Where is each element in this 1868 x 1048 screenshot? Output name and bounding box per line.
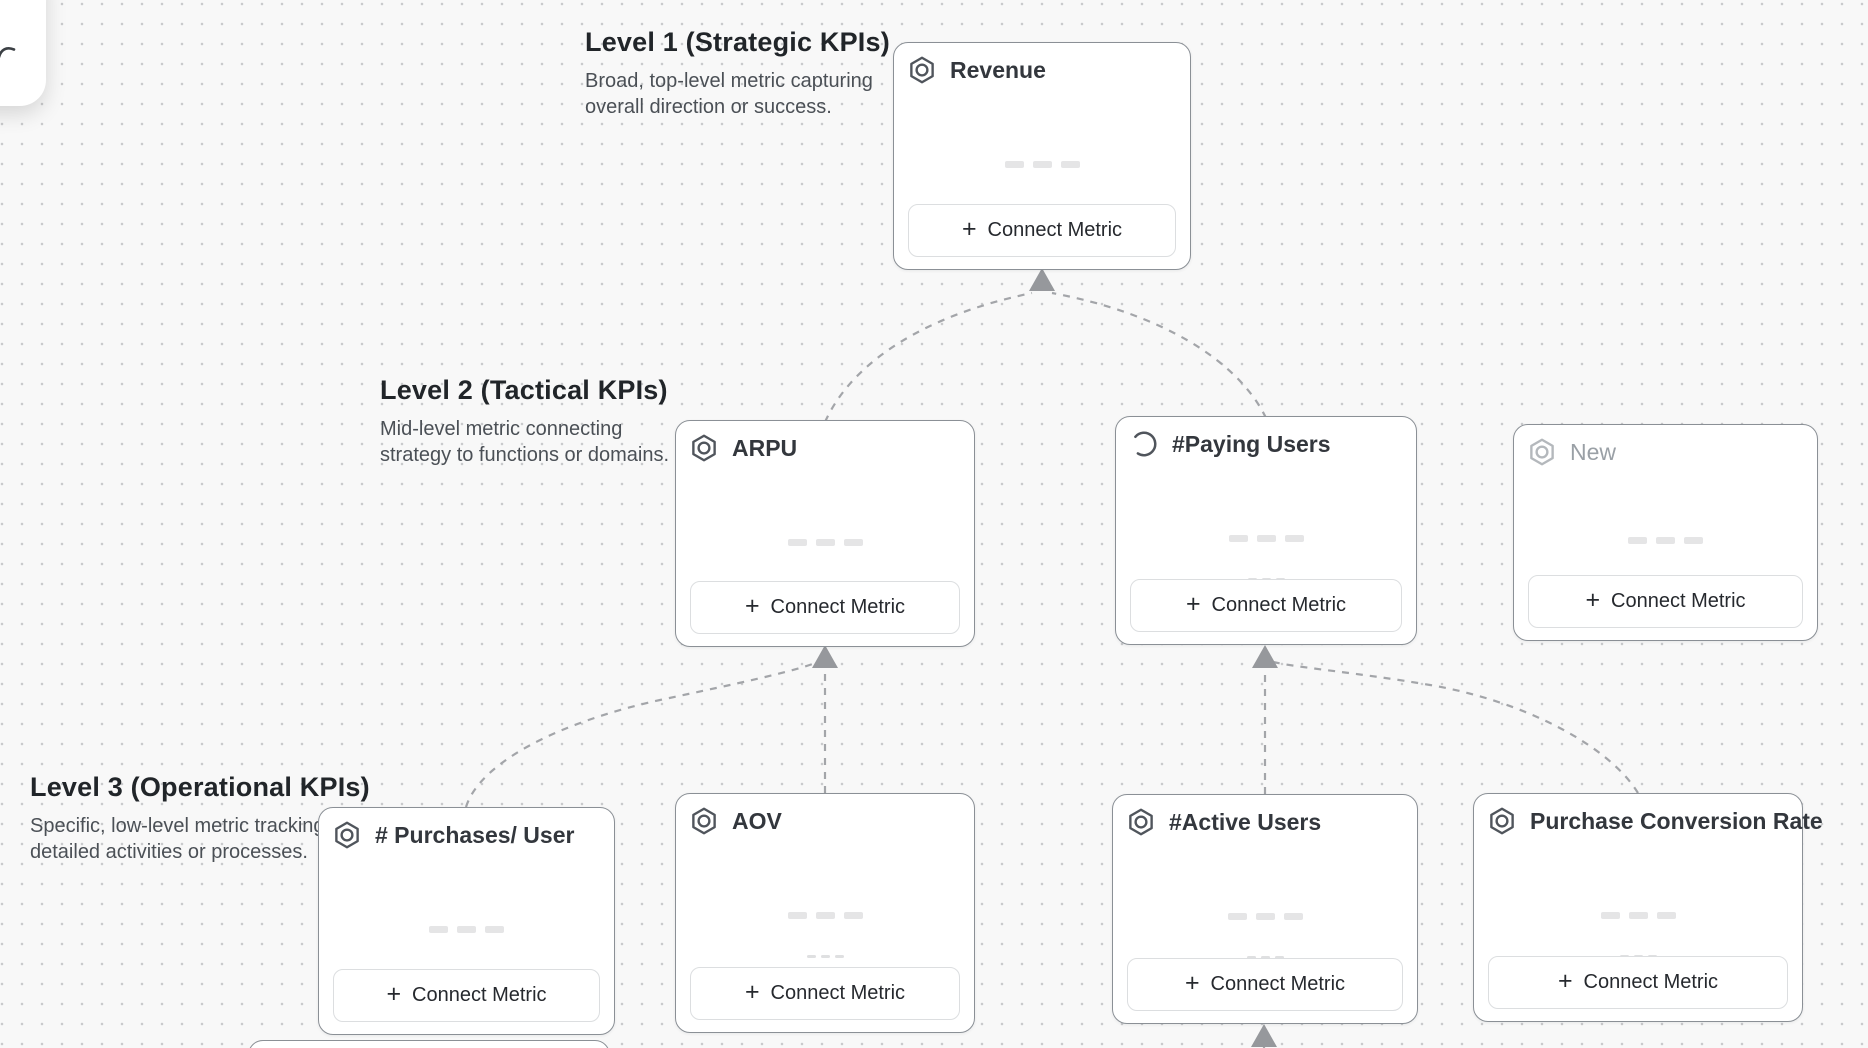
connect-metric-label: Connect Metric	[1211, 594, 1347, 616]
hexagon-metric-icon	[689, 433, 719, 463]
connect-metric-button[interactable]: + Connect Metric	[908, 204, 1176, 257]
metric-card-new[interactable]: New + Connect Metric	[1513, 424, 1818, 641]
metric-card-partial[interactable]	[248, 1040, 610, 1048]
level-3-title: Level 3 (Operational KPIs)	[30, 772, 370, 802]
connector-payingusers-to-revenue	[1051, 291, 1267, 419]
connect-metric-button[interactable]: + Connect Metric	[690, 967, 960, 1020]
metric-card-title: #Active Users	[1169, 808, 1322, 835]
connect-metric-button[interactable]: + Connect Metric	[1127, 958, 1403, 1011]
panel-tool-icon	[0, 47, 16, 58]
plus-icon: +	[744, 978, 760, 1006]
connect-metric-button[interactable]: + Connect Metric	[333, 969, 600, 1022]
plus-icon: +	[1585, 586, 1601, 614]
level-2-label: Level 2 (Tactical KPIs) Mid-level metric…	[380, 374, 669, 468]
connect-metric-label: Connect Metric	[1210, 973, 1346, 995]
metric-card-aov[interactable]: AOV + Connect Metric	[675, 793, 975, 1033]
connect-metric-button[interactable]: + Connect Metric	[690, 581, 960, 634]
arrowhead-into-revenue	[1029, 268, 1055, 291]
metric-skeleton	[1116, 535, 1416, 581]
hexagon-metric-icon	[689, 806, 719, 836]
metric-card-title: AOV	[732, 807, 782, 834]
level-3-label: Level 3 (Operational KPIs) Specific, low…	[30, 771, 370, 865]
hexagon-metric-icon	[332, 820, 362, 850]
connect-metric-button[interactable]: + Connect Metric	[1528, 575, 1803, 628]
connect-metric-label: Connect Metric	[1611, 590, 1746, 612]
hexagon-metric-icon	[1487, 806, 1517, 836]
metric-card-title: ARPU	[732, 434, 798, 461]
floating-panel[interactable]	[0, 0, 46, 106]
metric-card-active-users[interactable]: #Active Users + Connect Metric	[1112, 794, 1418, 1024]
connect-metric-button[interactable]: + Connect Metric	[1488, 956, 1788, 1009]
connector-purchases-to-arpu	[464, 660, 819, 808]
metric-card-title: #Paying Users	[1172, 430, 1331, 457]
level-2-title: Level 2 (Tactical KPIs)	[380, 375, 668, 405]
metric-card-title: # Purchases/ User	[375, 821, 575, 848]
metric-skeleton	[676, 912, 974, 958]
arrowhead-into-arpu	[812, 645, 838, 668]
plus-icon: +	[961, 215, 977, 243]
metric-card-purchases-per-user[interactable]: # Purchases/ User + Connect Metric	[318, 807, 615, 1035]
metric-card-paying-users[interactable]: #Paying Users + Connect Metric	[1115, 416, 1417, 645]
metric-card-arpu[interactable]: ARPU + Connect Metric	[675, 420, 975, 647]
connect-metric-label: Connect Metric	[987, 219, 1123, 241]
connect-metric-label: Connect Metric	[770, 982, 906, 1004]
level-1-label: Level 1 (Strategic KPIs) Broad, top-leve…	[585, 26, 890, 120]
metric-card-title: New	[1570, 438, 1617, 465]
metric-card-title: Purchase Conversion Rate	[1530, 807, 1823, 834]
connect-metric-label: Connect Metric	[1583, 971, 1719, 993]
metric-card-revenue[interactable]: Revenue + Connect Metric	[893, 42, 1191, 270]
metric-skeleton	[1474, 912, 1802, 958]
connect-metric-button[interactable]: + Connect Metric	[1130, 579, 1402, 632]
hexagon-metric-icon	[1126, 807, 1156, 837]
connect-metric-label: Connect Metric	[412, 984, 547, 1006]
arrowhead-into-activeusers	[1251, 1024, 1277, 1047]
hexagon-metric-icon	[1527, 437, 1557, 467]
connector-conversionrate-to-payingusers	[1272, 660, 1639, 794]
plus-icon: +	[1184, 969, 1200, 997]
plus-icon: +	[1557, 967, 1573, 995]
metric-card-purchase-conversion-rate[interactable]: Purchase Conversion Rate + Connect Metri…	[1473, 793, 1823, 1022]
loading-spinner-icon	[1129, 429, 1159, 459]
connector-arpu-to-revenue	[823, 291, 1033, 423]
hexagon-metric-icon	[907, 55, 937, 85]
plus-icon: +	[1185, 590, 1201, 618]
metric-card-title: Revenue	[950, 56, 1046, 83]
arrowhead-into-payingusers	[1252, 645, 1278, 668]
level-1-title: Level 1 (Strategic KPIs)	[585, 27, 890, 57]
plus-icon: +	[386, 980, 402, 1008]
metric-skeleton	[894, 161, 1190, 207]
plus-icon: +	[744, 592, 760, 620]
metric-skeleton	[319, 926, 614, 972]
connect-metric-label: Connect Metric	[770, 596, 906, 618]
metric-skeleton	[1113, 913, 1417, 959]
metric-skeleton	[676, 539, 974, 585]
